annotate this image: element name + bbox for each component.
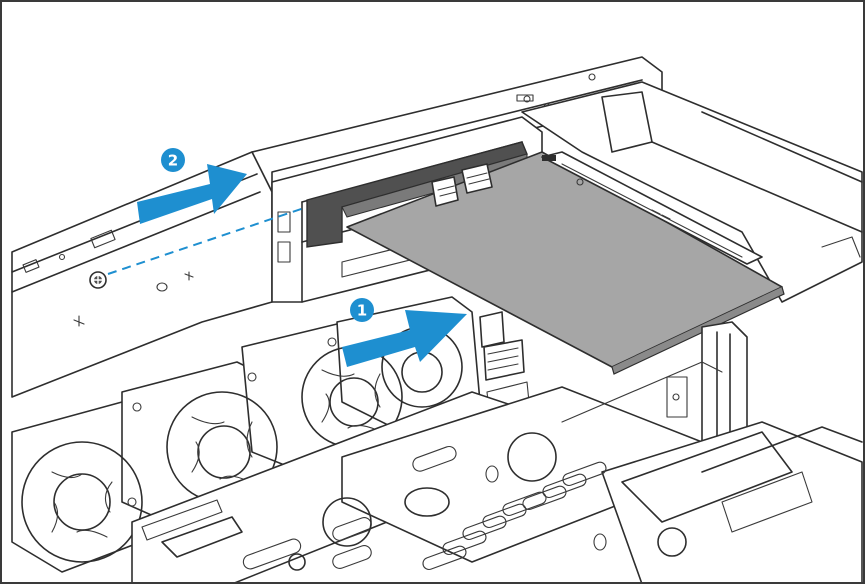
step-1-number: 1 bbox=[357, 302, 367, 320]
drive-cage bbox=[131, 361, 863, 582]
pcie-expansion-card bbox=[346, 151, 785, 375]
step-1-arrow bbox=[342, 310, 467, 367]
pcie-slot bbox=[541, 151, 763, 265]
step-2-badge: 2 bbox=[161, 148, 185, 172]
step-2-number: 2 bbox=[168, 152, 178, 170]
step-2-arrow bbox=[137, 164, 247, 224]
fan-row bbox=[11, 296, 481, 573]
screw-guide-line bbox=[107, 206, 308, 275]
step-1-badge: 1 bbox=[350, 298, 374, 322]
bracket-screw bbox=[89, 271, 107, 289]
board-connectors bbox=[479, 311, 531, 421]
